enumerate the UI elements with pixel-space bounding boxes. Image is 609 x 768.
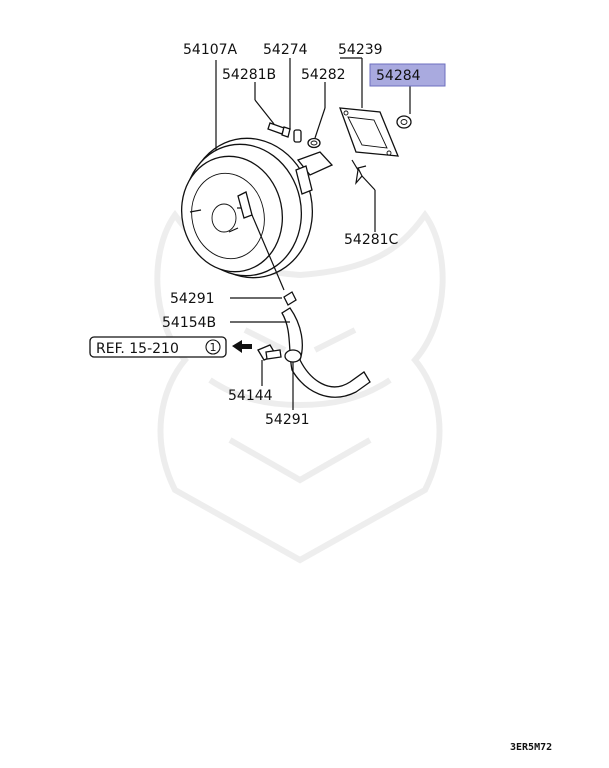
- figure-code: 3ER5M72: [510, 742, 552, 753]
- label-gasket: 54239: [338, 42, 383, 58]
- label-ring: 54282: [301, 67, 346, 83]
- leader-lines: [215, 57, 411, 410]
- reference-circle: [205, 339, 221, 355]
- label-clamp-upper: 54291: [170, 291, 215, 307]
- pin-54274: [293, 129, 302, 143]
- reference-text: REF. 15-210: [96, 341, 179, 357]
- label-pin: 54274: [263, 42, 308, 58]
- label-clip: 54281C: [344, 232, 399, 248]
- reference-number: 1: [210, 341, 217, 354]
- label-fitting: 54144: [228, 388, 273, 404]
- reference-callout[interactable]: REF. 15-210 1: [89, 336, 227, 358]
- reference-box: [89, 336, 227, 358]
- label-hose: 54154B: [162, 315, 216, 331]
- label-nut: 54284: [376, 68, 421, 84]
- label-clamp-lower: 54291: [265, 412, 310, 428]
- clip-54281c: [351, 159, 367, 185]
- gasket-54239: [339, 107, 400, 157]
- watermark-emblem: [154, 209, 446, 564]
- brake-booster: [180, 137, 334, 279]
- vacuum-hose: [257, 291, 371, 398]
- label-booster: 54107A: [183, 42, 238, 58]
- bolt-54281b: [267, 122, 291, 138]
- highlight-box: [369, 63, 446, 87]
- ring-54282: [307, 137, 321, 149]
- left-arrow-icon: [232, 340, 252, 353]
- nut-54284: [396, 115, 412, 129]
- highlighted-part-label[interactable]: 54284: [369, 63, 446, 87]
- label-bolt: 54281B: [222, 67, 276, 83]
